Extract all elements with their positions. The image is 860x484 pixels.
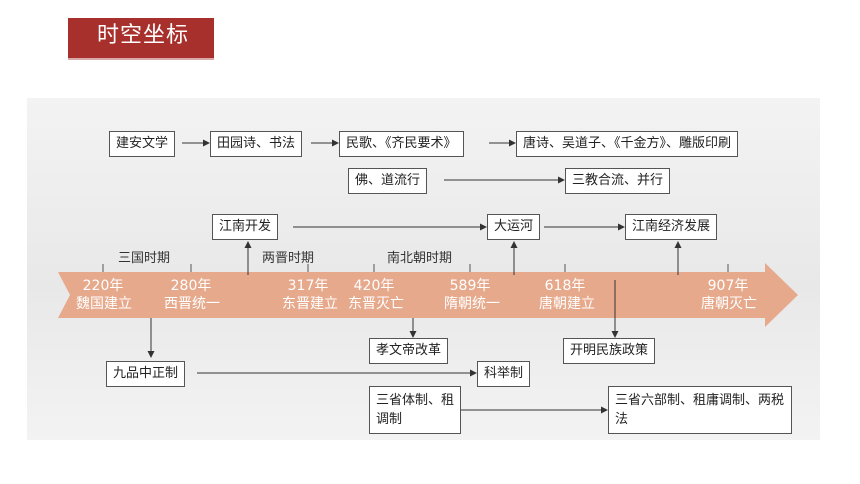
event-year-907: 907年 — [703, 278, 753, 294]
event-year-317: 317年 — [283, 278, 333, 294]
box-minge-qimin: 民歌、《齐民要术》 — [339, 131, 464, 157]
event-name-618: 唐朝建立 — [535, 296, 599, 312]
box-fo-dao: 佛、道流行 — [348, 168, 427, 194]
box-tangshi: 唐诗、吴道子、《千金方》、雕版印刷 — [516, 131, 738, 157]
period-liangjin: 两晋时期 — [262, 247, 314, 266]
event-year-220: 220年 — [78, 278, 128, 294]
box-tianyuan-shi: 田园诗、书法 — [210, 131, 302, 157]
box-kaiming-minzu: 开明民族政策 — [563, 338, 655, 364]
event-name-420: 东晋灭亡 — [344, 296, 408, 312]
box-sansheng-zudiao: 三省体制、租调制 — [369, 386, 461, 434]
box-dayunhe: 大运河 — [487, 214, 540, 240]
event-name-220: 魏国建立 — [72, 296, 136, 312]
event-year-589: 589年 — [445, 278, 495, 294]
event-year-618: 618年 — [540, 278, 590, 294]
period-sanguo: 三国时期 — [118, 247, 170, 266]
box-sanjiao: 三教合流、并行 — [565, 168, 670, 194]
box-jiangnan-kaifa: 江南开发 — [212, 214, 278, 240]
box-xiaowendi: 孝文帝改革 — [369, 338, 448, 364]
event-name-907: 唐朝灭亡 — [697, 296, 761, 312]
box-jianan-wenxue: 建安文学 — [109, 131, 175, 157]
event-name-589: 隋朝统一 — [440, 296, 504, 312]
event-year-420: 420年 — [349, 278, 399, 294]
event-year-280: 280年 — [166, 278, 216, 294]
event-name-317: 东晋建立 — [278, 296, 342, 312]
timeline-arrow — [58, 263, 798, 327]
box-jiangnan-jingji: 江南经济发展 — [625, 214, 717, 240]
box-sansheng-liubu: 三省六部制、租庸调制、两税法 — [608, 386, 792, 434]
box-jiupin-zhongzheng: 九品中正制 — [106, 361, 185, 387]
box-keju: 科举制 — [477, 361, 530, 387]
event-name-280: 西晋统一 — [160, 296, 224, 312]
period-nanbeichao: 南北朝时期 — [387, 247, 452, 266]
